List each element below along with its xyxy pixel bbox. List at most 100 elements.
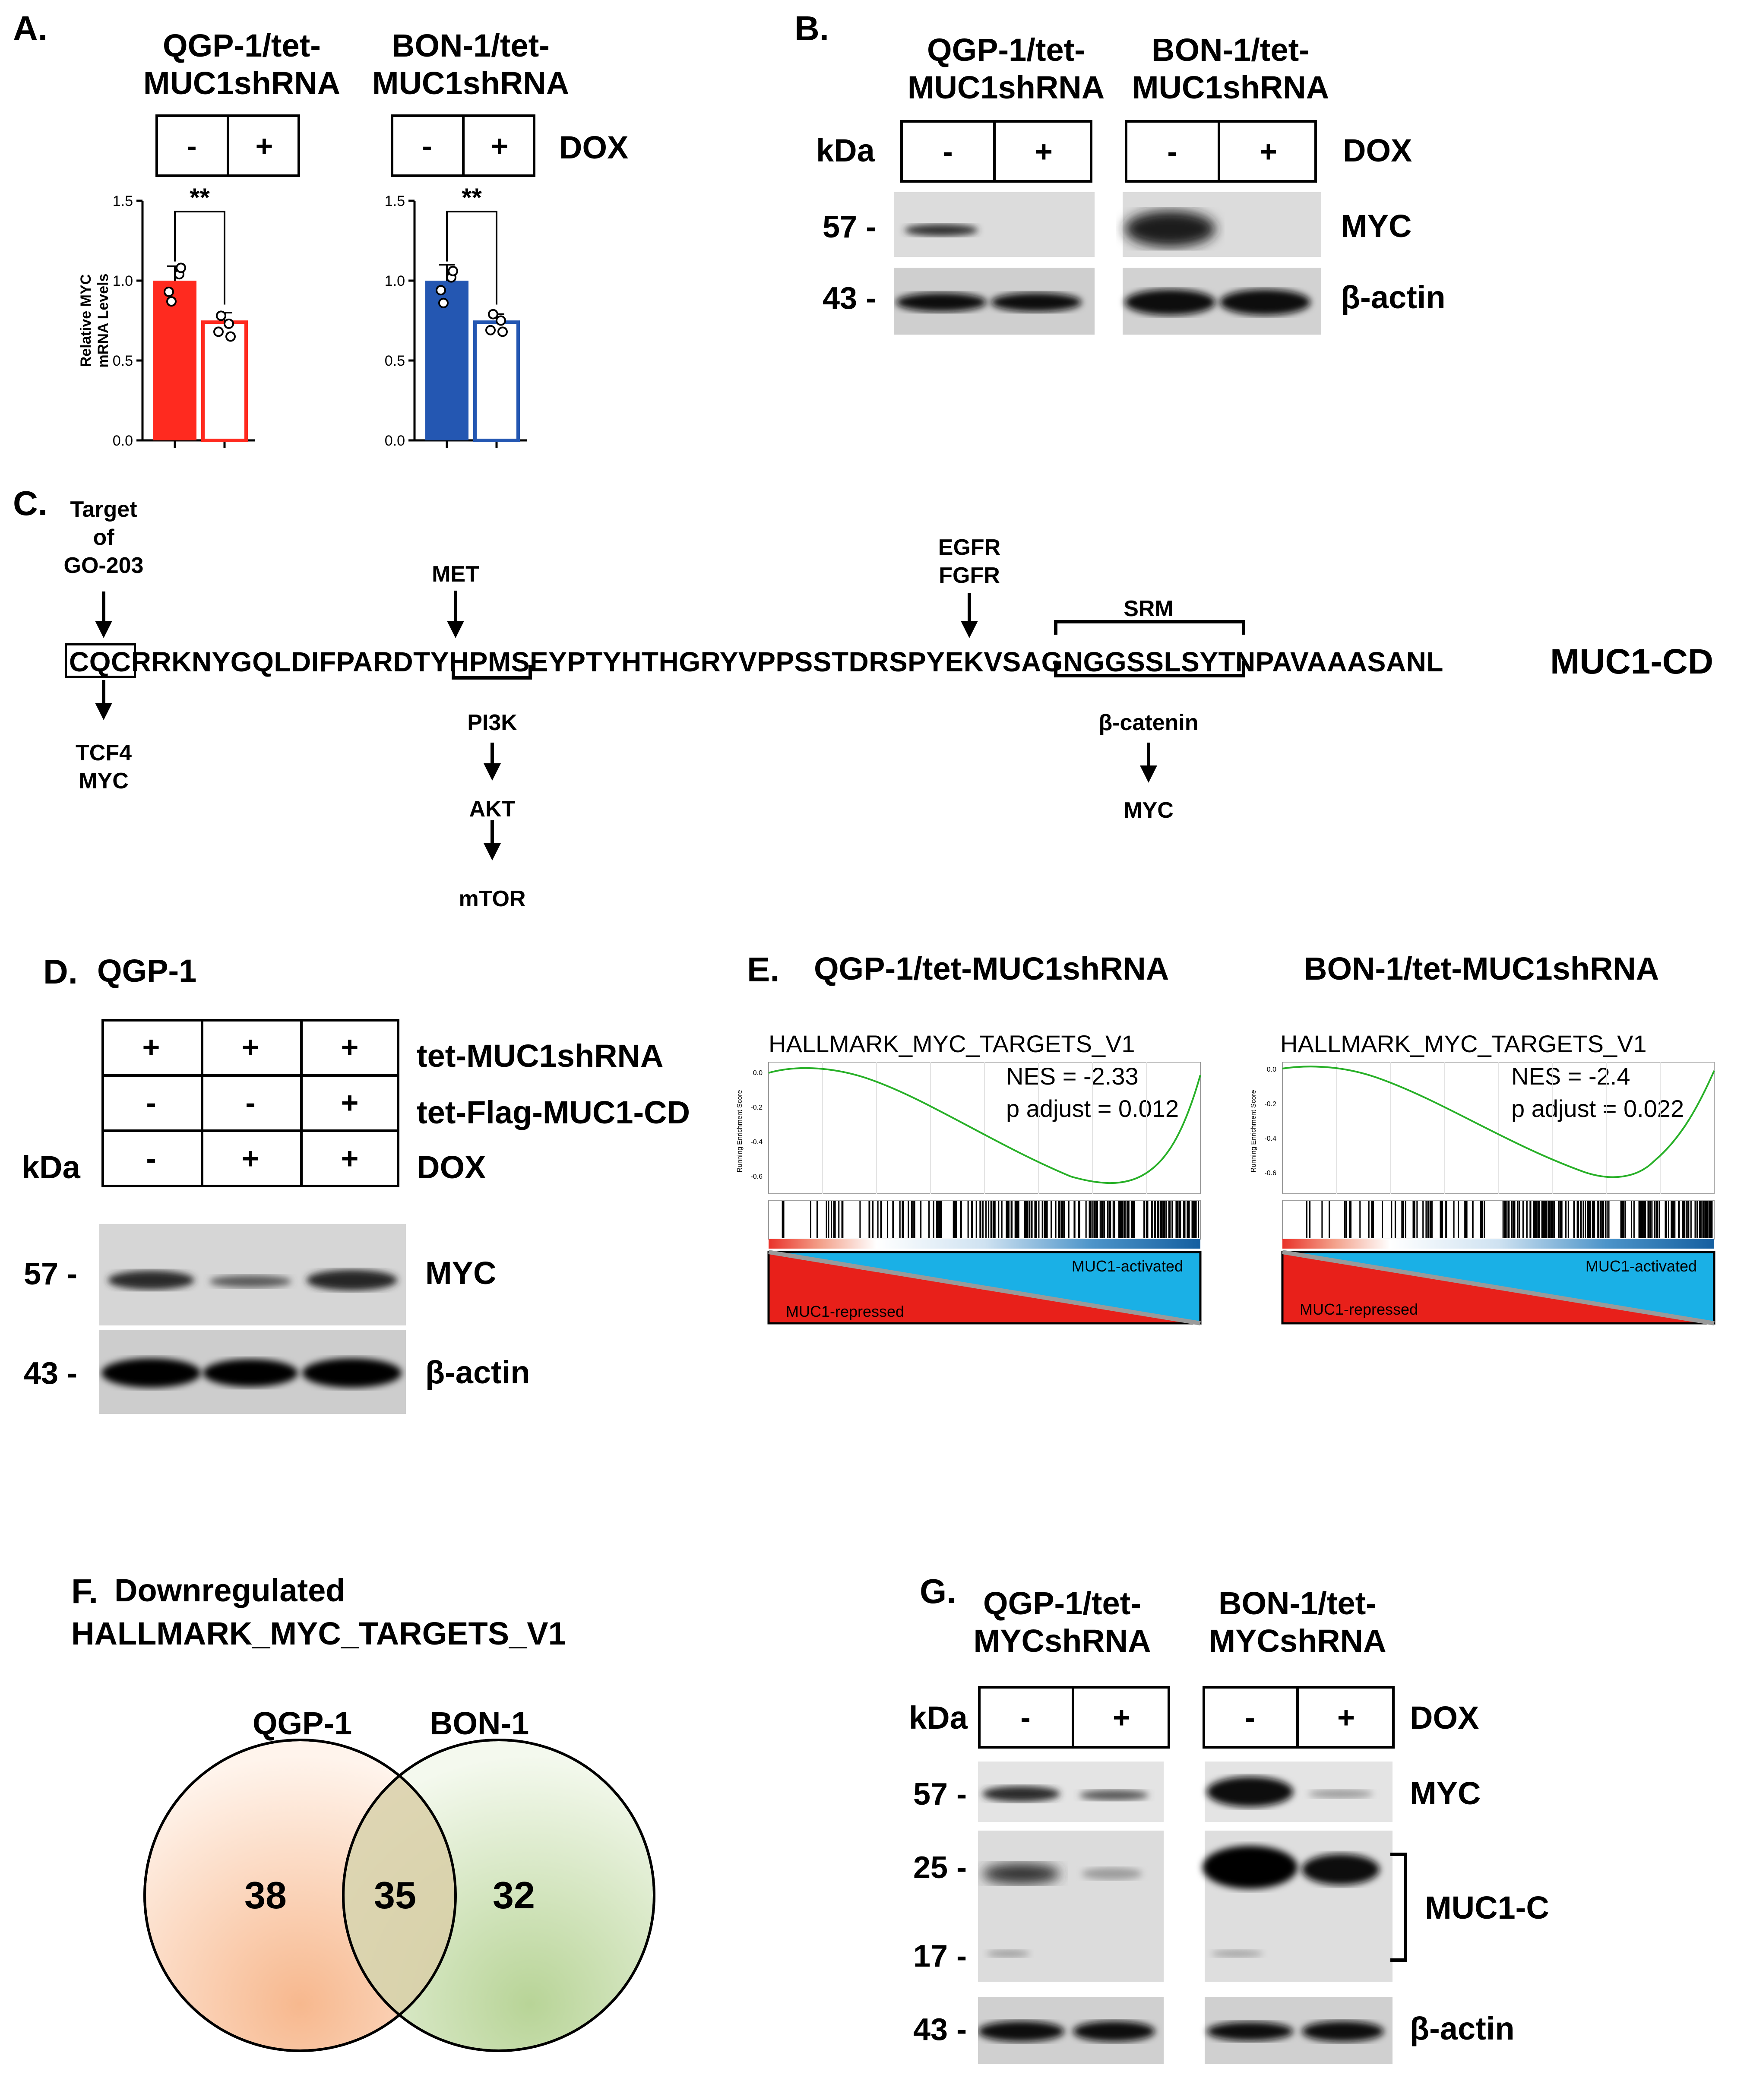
panel-d-blots: [99, 1224, 406, 1414]
panel-e-letter: E.: [747, 950, 780, 989]
venn-set1-label: QGP-1: [253, 1705, 352, 1741]
dox-plus: +: [1260, 134, 1277, 168]
panel-c-arrows: [95, 591, 1245, 860]
significance-stars: **: [462, 183, 482, 212]
dox-minus: -: [422, 129, 432, 163]
y-axis-label: Relative MYC: [78, 274, 94, 367]
panel-g-band-myc: MYC: [1410, 1775, 1481, 1811]
bar: [473, 320, 520, 442]
panel-b-band-myc: MYC: [1341, 208, 1412, 244]
data-point: [448, 266, 458, 276]
bar: [201, 320, 248, 442]
gsea-plot-1: 0.0 -0.2 -0.4 -0.6 Running Enrichment Sc…: [736, 1062, 1202, 1325]
divider: [300, 1019, 303, 1187]
panel-d-condition-grid: [101, 1019, 399, 1187]
gsea-nes: NES = -2.33: [1006, 1063, 1139, 1090]
panel-c-seq-cqc: CQC: [69, 646, 131, 677]
panel-d-band-actin: β-actin: [425, 1354, 530, 1390]
data-point: [225, 331, 236, 342]
panel-c-srm-label: SRM: [1124, 596, 1174, 621]
panel-c-pi3k-label: PI3K: [467, 710, 517, 735]
panel-f-title-line2: HALLMARK_MYC_TARGETS_V1: [71, 1616, 566, 1651]
panel-g-blots: [978, 1762, 1393, 2064]
dox-plus: +: [1035, 134, 1053, 168]
mw-marker-57: 57 -: [24, 1257, 78, 1291]
y-tick-label: 1.0: [113, 273, 133, 289]
y-tick-label: 1.0: [385, 273, 405, 289]
dox-plus: +: [1337, 1700, 1355, 1734]
panel-g-group2-label: BON-1/tet- MYCshRNA: [1209, 1585, 1386, 1659]
dox-minus: -: [187, 129, 197, 163]
data-point: [485, 325, 496, 335]
panel-b-group1-label: QGP-1/tet- MUC1shRNA: [907, 32, 1105, 106]
y-tick: -0.4: [750, 1139, 763, 1146]
divider: [201, 1019, 203, 1187]
mw-marker-25: 25 -: [913, 1850, 967, 1885]
panel-c-seq-rest: RRKNYGQLDIFPARDTYHPMSEYPTYHTHGRYVPPSSTDR…: [131, 646, 1443, 677]
divider: [101, 1129, 399, 1132]
gsea-padj: p adjust = 0.022: [1511, 1095, 1684, 1122]
y-tick: -0.6: [750, 1173, 763, 1180]
gsea-gene-set: HALLMARK_MYC_TARGETS_V1: [769, 1030, 1135, 1057]
mw-marker-43: 43 -: [24, 1356, 78, 1391]
bar: [425, 281, 468, 440]
panel-g-letter: G.: [920, 1572, 956, 1610]
dox-minus: -: [1167, 134, 1177, 168]
panel-e-gsea-plots: 0.0 -0.2 -0.4 -0.6 Running Enrichment Sc…: [736, 1062, 1715, 1325]
grid-cell: -: [245, 1086, 256, 1120]
panel-c-egfr-fgfr-label: EGFR FGFR: [938, 535, 1001, 588]
significance-bracket: [174, 211, 225, 305]
data-point: [488, 309, 498, 319]
venn-overlap-count: 35: [374, 1874, 416, 1917]
y-tick-label: 1.5: [385, 193, 405, 209]
data-point: [164, 286, 174, 297]
panel-c-go203-label: Target of GO-203: [63, 497, 144, 578]
panel-d-row-label: tet-MUC1shRNA: [417, 1038, 664, 1074]
mw-marker-57: 57 -: [913, 1777, 967, 1812]
panel-b-dox-label: DOX: [1343, 133, 1412, 168]
grid-cell: +: [341, 1142, 359, 1175]
venn-set2-label: BON-1: [430, 1705, 529, 1741]
panel-b-dox-box-2: [1125, 120, 1317, 183]
panel-b-letter: B.: [794, 9, 829, 47]
panel-c-tcf4-myc-label: TCF4 MYC: [76, 740, 132, 794]
data-point: [176, 262, 186, 273]
panel-a-group2-label: BON-1/tet- MUC1shRNA: [372, 28, 570, 101]
data-point: [224, 318, 234, 329]
y-tick: -0.2: [1264, 1101, 1276, 1108]
panel-g-bracket: [1390, 1853, 1407, 1962]
panel-d-kda: kDa: [22, 1149, 80, 1185]
panel-b-band-actin: β-actin: [1341, 279, 1446, 315]
panel-g-dox-label: DOX: [1410, 1700, 1479, 1736]
data-point: [166, 296, 177, 307]
dox-plus: +: [1113, 1700, 1130, 1734]
panel-g-band-muc1c: MUC1-C: [1425, 1890, 1549, 1926]
grid-cell: +: [341, 1030, 359, 1064]
data-point: [436, 285, 446, 296]
data-point: [216, 310, 226, 321]
data-point: [438, 297, 449, 308]
panel-a-letter: A.: [13, 9, 47, 47]
panel-b-group2-label: BON-1/tet- MUC1shRNA: [1132, 32, 1329, 106]
y-tick: 0.0: [753, 1069, 763, 1077]
panel-e-title-1: QGP-1/tet-MUC1shRNA: [814, 951, 1169, 987]
data-point: [213, 326, 224, 337]
dox-minus: -: [1245, 1700, 1255, 1734]
divider: [993, 120, 996, 183]
y-axis-label: Running Enrichment Score: [736, 1090, 744, 1172]
panel-g-band-actin: β-actin: [1410, 2011, 1515, 2046]
data-point: [497, 326, 508, 337]
mw-marker-43: 43 -: [823, 281, 877, 316]
significance-bracket: [446, 211, 497, 305]
panel-c-construct: MUC1-CD: [1550, 642, 1714, 681]
grid-cell: +: [341, 1086, 359, 1120]
mw-marker-57: 57 -: [823, 210, 877, 244]
grid-cell: -: [146, 1142, 156, 1175]
panel-d-band-myc: MYC: [425, 1255, 497, 1291]
panel-d-row-label: tet-Flag-MUC1-CD: [417, 1094, 690, 1130]
panel-d-letter: D.: [43, 952, 78, 991]
panel-d-row-label: DOX: [417, 1149, 486, 1185]
panel-e-title-2: BON-1/tet-MUC1shRNA: [1304, 951, 1659, 987]
divider: [1296, 1686, 1299, 1749]
